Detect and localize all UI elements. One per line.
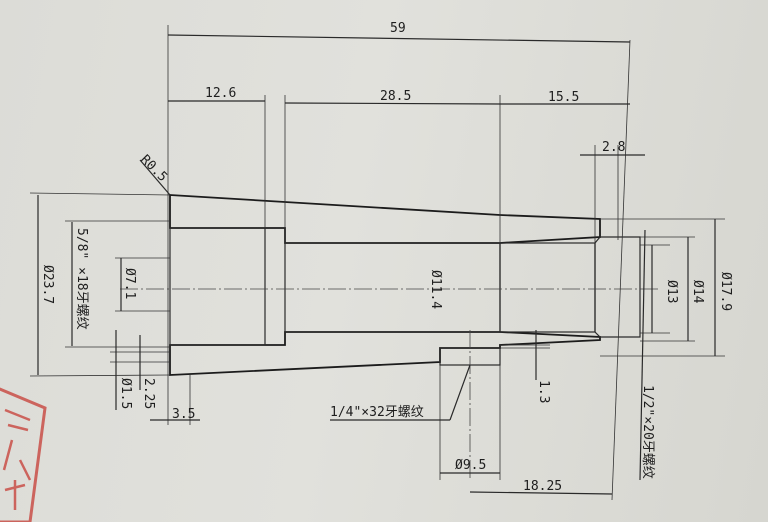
dim-radius: R0.5 <box>137 152 170 185</box>
thread-side-label: 1/4"×32牙螺纹 <box>330 405 424 420</box>
dim-left-inner-diameter: Ø7.1 <box>122 268 137 299</box>
dim-diameter-13: Ø13 <box>664 280 679 303</box>
left-bore <box>169 227 266 346</box>
extension-lines <box>29 25 725 501</box>
dim-diameter-17-9: Ø17.9 <box>718 272 733 311</box>
dim-len-end: 2.8 <box>602 140 625 155</box>
dim-len-small: 3.5 <box>172 407 195 422</box>
dimension-lines <box>37 34 716 495</box>
dim-overall-length: 59 <box>390 21 406 36</box>
dim-len-right: 15.5 <box>548 90 579 105</box>
dim-side-diameter: Ø9.5 <box>455 458 486 473</box>
thread-left-label: 5/8" ×18牙螺纹 <box>74 228 89 330</box>
dim-side-position: 18.25 <box>523 479 562 494</box>
dim-diameter-14: Ø14 <box>690 280 705 304</box>
upper-wall-section <box>169 194 601 244</box>
dim-small-hole-offset: 2.25 <box>141 378 156 409</box>
dim-len-left: 12.6 <box>205 86 236 101</box>
middle-bore <box>284 242 501 333</box>
dim-len-middle: 28.5 <box>380 89 411 104</box>
dim-side-depth: 1.3 <box>536 380 551 403</box>
dim-bore-diameter: Ø11.4 <box>428 270 443 309</box>
dim-small-hole-diameter: Ø1.5 <box>118 378 133 409</box>
right-bore <box>499 242 596 333</box>
dim-outer-diameter: Ø23.7 <box>40 265 55 304</box>
thread-right-label: 1/2"×20牙螺纹 <box>640 385 655 479</box>
end-bore <box>594 236 641 338</box>
red-stamp <box>0 387 47 522</box>
